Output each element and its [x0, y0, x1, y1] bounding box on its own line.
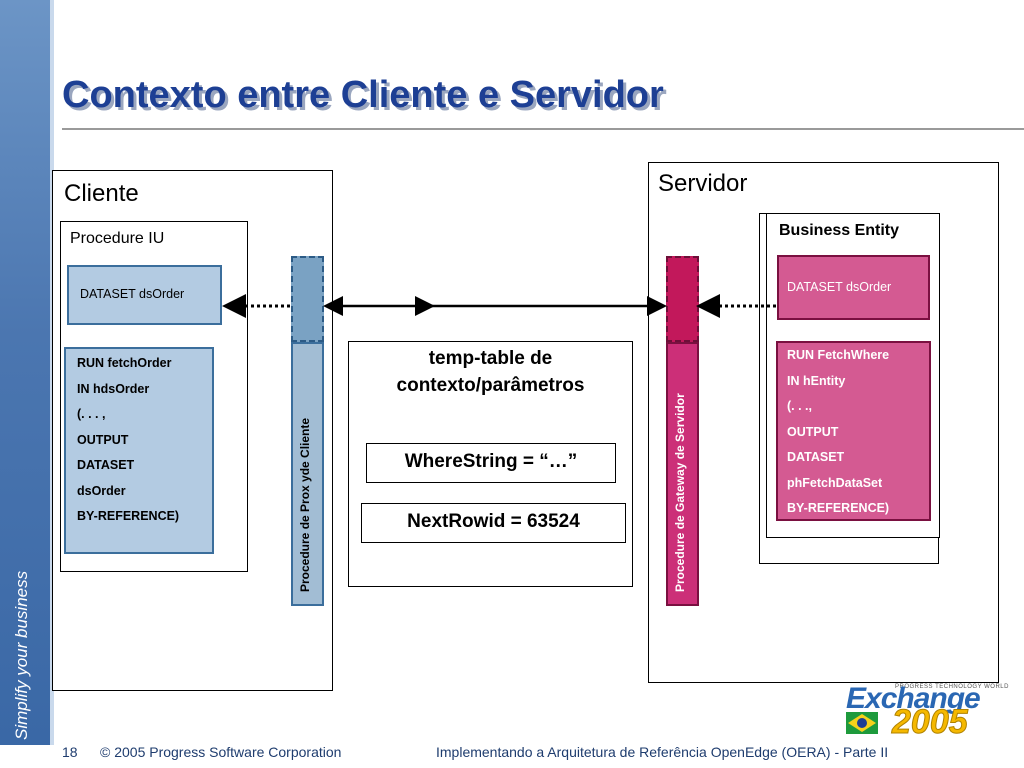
client-code-line: RUN fetchOrder — [77, 356, 172, 370]
server-gateway-bar — [666, 342, 699, 606]
brazil-flag-icon — [846, 712, 878, 734]
next-rowid-box — [361, 503, 626, 543]
server-code-line: (. . ., — [787, 399, 812, 413]
slide-title: Contexto entre Cliente e Servidor — [62, 74, 664, 116]
server-code-line: phFetchDataSet — [787, 475, 883, 490]
where-string-box — [366, 443, 616, 483]
client-code-line: BY-REFERENCE) — [77, 509, 180, 523]
logo-top-text: PROGRESS TECHNOLOGY WORLD — [895, 684, 1009, 690]
client-dataset-label: DATASET dsOrder — [80, 287, 185, 301]
server-code-line: OUTPUT — [787, 424, 839, 439]
client-code-line: (. . . , — [77, 407, 106, 421]
title-divider — [62, 128, 1024, 130]
server-code-line: DATASET — [787, 450, 845, 464]
client-code-lines: RUN fetchOrder IN hdsOrder (. . . , OUTPUT D… — [77, 351, 179, 530]
client-dataset-box — [67, 265, 222, 325]
server-dataset-box — [777, 255, 930, 320]
client-code-line: OUTPUT — [77, 432, 129, 447]
logo-word: Exchange — [846, 682, 981, 715]
procedure-iu-heading: Procedure IU — [70, 230, 165, 247]
server-heading: Servidor — [658, 170, 748, 197]
context-heading-line2: contexto/parâmetros — [396, 375, 585, 396]
server-code-line: BY-REFERENCE) — [787, 501, 890, 515]
next-rowid-text: NextRowid = 63524 — [407, 511, 580, 532]
client-heading: Cliente — [64, 180, 139, 207]
client-code-line: DATASET — [77, 458, 135, 472]
client-code-line: IN hdsOrder — [77, 381, 150, 396]
server-code-box — [776, 341, 931, 521]
business-entity-heading: Business Entity — [779, 222, 900, 239]
server-dataset-label: DATASET dsOrder — [787, 280, 892, 294]
logo-year: 2005 — [892, 703, 969, 742]
server-code-lines: RUN FetchWhere IN hEntity (. . ., OUTPUT DAT… — [787, 343, 889, 522]
server-code-line: IN hEntity — [787, 373, 846, 388]
copyright: © 2005 Progress Software Corporation — [100, 744, 342, 760]
server-code-line: RUN FetchWhere — [787, 348, 890, 362]
client-code-line: dsOrder — [77, 483, 126, 498]
where-string-text: WhereString = “…” — [404, 451, 578, 472]
client-proxy-bar — [291, 342, 324, 606]
presentation-title: Implementando a Arquitetura de Referênci… — [436, 744, 889, 760]
sidebar-band — [0, 0, 50, 745]
client-code-box — [64, 347, 214, 554]
page-number: 18 — [62, 744, 78, 760]
context-heading-line1: temp-table de — [428, 348, 553, 369]
